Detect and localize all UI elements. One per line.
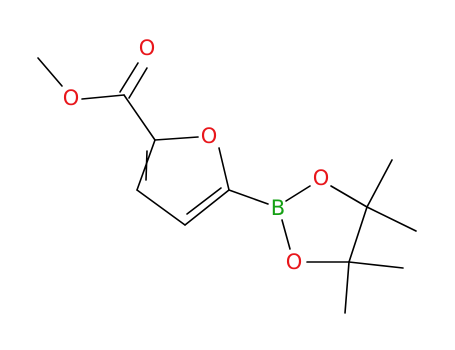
bond-cq-cq [348,206,368,263]
bond-c3-c4 [136,189,186,226]
bond-methyl-upper-a [366,159,393,208]
atom-o-furan: O [201,124,218,148]
bond-c-o-double-a [119,62,139,93]
atom-o-dioxaborolane-upper: O [313,166,330,190]
atom-b-boron: B [271,196,285,220]
bond-ofuran-c5 [218,147,230,191]
bond-c4-c5-a [184,189,230,226]
bond-b-o-lower [281,219,291,250]
bond-carbonyl-c2 [123,94,156,141]
bond-c2-ofuran [154,136,199,141]
bond-layer [37,57,417,314]
bond-o-carbonyl-c [81,94,125,100]
atom-o-carbonyl: O [139,36,156,60]
bond-c2-c3-b [145,150,148,181]
bond-o-upper-cq [330,185,368,208]
bond-b-o-upper [285,185,311,202]
bond-methyl-lower-b [344,261,350,314]
bond-c-o-double-b [128,67,148,99]
bond-c5-b [228,189,269,205]
atom-label-layer: O O O B O O [63,36,330,274]
bond-c4-c5-b [186,187,222,215]
bond-methyl-o [37,57,63,87]
bond-methyl-lower-a [348,261,404,269]
atom-o-dioxaborolane-lower: O [286,250,303,274]
atom-o-methoxy: O [63,86,80,110]
bond-methyl-upper-b [366,206,417,232]
